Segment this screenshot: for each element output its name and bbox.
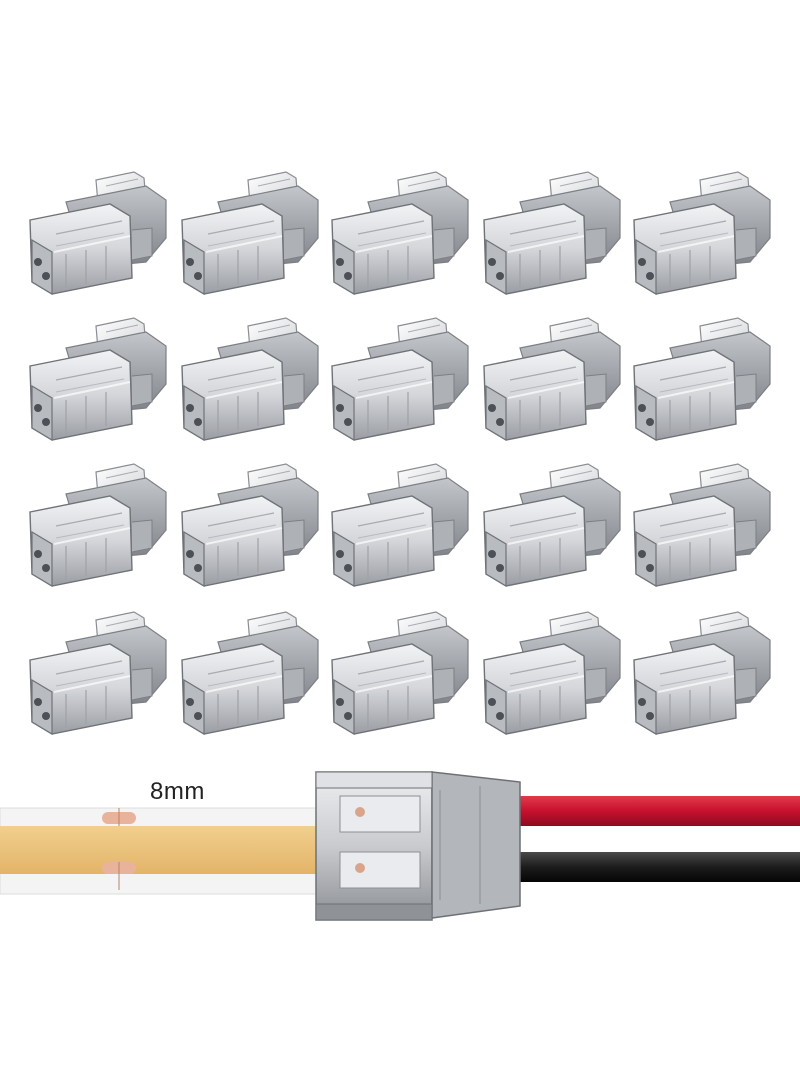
black-wire [470,852,800,882]
large-connector [315,771,521,921]
connector-clip-icon [331,463,469,587]
connector-clip-icon [483,317,621,441]
connector-clip-icon [29,611,167,735]
led-strip-demo [0,771,800,921]
led-strip-cob [0,826,320,874]
connector-clip-icon [331,171,469,295]
strip-width-label: 8mm [150,778,205,805]
connector-clip-icon [29,317,167,441]
connector-clip-icon [483,611,621,735]
connector-clip-icon [483,171,621,295]
connector-clip-icon [331,317,469,441]
connector-clip-icon [181,463,319,587]
connector-clip-icon [181,317,319,441]
connector-clip-icon [29,171,167,295]
connector-clip-icon [331,611,469,735]
connector-clip-icon [181,171,319,295]
connector-clip-icon [633,463,771,587]
connector-clip-icon [181,611,319,735]
red-wire [470,796,800,826]
connector-clip-icon [633,611,771,735]
connector-grid [29,171,771,735]
connector-clip-icon [633,171,771,295]
connector-clip-icon [29,463,167,587]
connector-clip-icon [633,317,771,441]
connector-clip-icon [483,463,621,587]
